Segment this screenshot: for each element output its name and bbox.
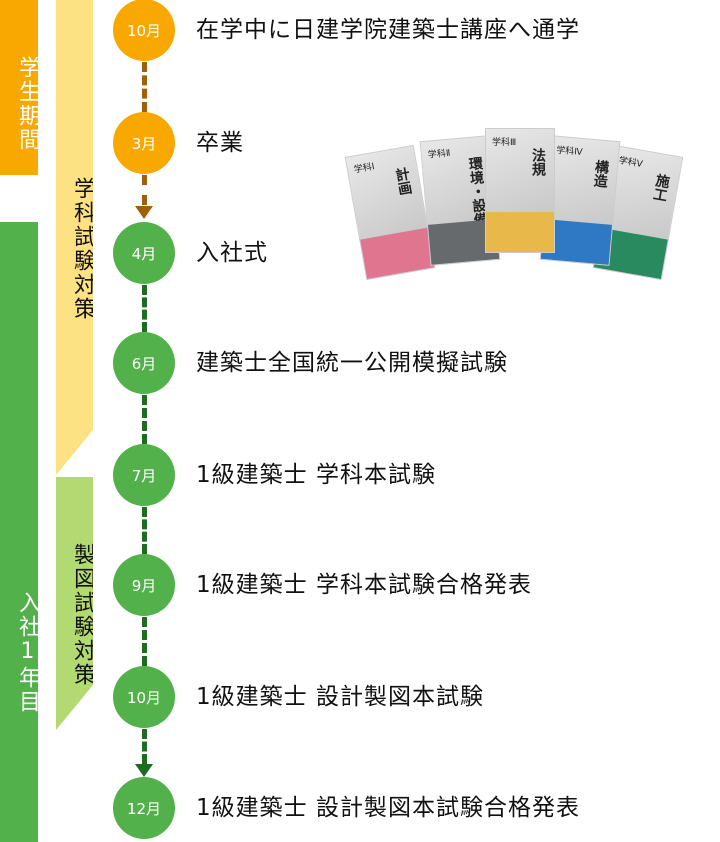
connector-dashed bbox=[142, 507, 147, 554]
connector-dashed bbox=[142, 617, 147, 666]
month-badge: 3月 bbox=[113, 112, 175, 174]
textbook-color-band bbox=[486, 212, 554, 252]
event-label: 1級建築士 設計製図本試験 bbox=[196, 684, 484, 710]
textbook-title: 施工 bbox=[650, 172, 671, 203]
textbook-title: 計画 bbox=[392, 166, 414, 197]
student-period-label: 学生期間 bbox=[15, 55, 40, 152]
first-year-bar: 入社1年目 bbox=[0, 222, 40, 842]
event-label: 在学中に日建学院建築士講座へ通学 bbox=[196, 17, 580, 43]
textbook-title: 法規 bbox=[530, 148, 546, 176]
drafting-exam-prep-bar: 製図試験対策 bbox=[56, 477, 93, 730]
connector-dashed bbox=[142, 729, 147, 764]
event-label: 卒業 bbox=[196, 130, 244, 156]
month-badge: 10月 bbox=[113, 0, 175, 61]
connector-dashed bbox=[142, 285, 147, 332]
event-label: 1級建築士 設計製図本試験合格発表 bbox=[196, 795, 580, 821]
textbook-title: 構造 bbox=[591, 159, 610, 189]
textbook-subject: 学科Ⅴ bbox=[617, 155, 644, 170]
arrow-down-icon bbox=[135, 764, 153, 777]
academic-exam-prep-bar: 学科試験対策 bbox=[56, 0, 93, 475]
connector-dashed bbox=[142, 175, 147, 205]
connector-dashed bbox=[142, 395, 147, 444]
drafting-exam-prep-label: 製図試験対策 bbox=[70, 542, 95, 687]
academic-exam-prep-label: 学科試験対策 bbox=[70, 176, 95, 321]
month-badge: 9月 bbox=[113, 554, 175, 616]
event-label: 入社式 bbox=[196, 240, 268, 266]
first-year-label: 入社1年目 bbox=[15, 590, 40, 714]
connector-dashed bbox=[142, 62, 147, 112]
month-badge: 4月 bbox=[113, 222, 175, 284]
textbook-color-band bbox=[360, 227, 435, 279]
textbook: 学科Ⅲ 法規 bbox=[485, 128, 555, 253]
arrow-down-icon bbox=[135, 206, 153, 219]
month-badge: 12月 bbox=[113, 777, 175, 839]
month-badge: 7月 bbox=[113, 444, 175, 506]
month-badge: 10月 bbox=[113, 666, 175, 728]
textbook-subject: 学科Ⅲ bbox=[492, 138, 517, 148]
event-label: 建築士全国統一公開模擬試験 bbox=[196, 350, 508, 376]
textbook-subject: 学科Ⅳ bbox=[555, 145, 583, 159]
event-label: 1級建築士 学科本試験合格発表 bbox=[196, 572, 532, 598]
event-label: 1級建築士 学科本試験 bbox=[196, 462, 436, 488]
month-badge: 6月 bbox=[113, 332, 175, 394]
student-period-bar: 学生期間 bbox=[0, 0, 40, 175]
